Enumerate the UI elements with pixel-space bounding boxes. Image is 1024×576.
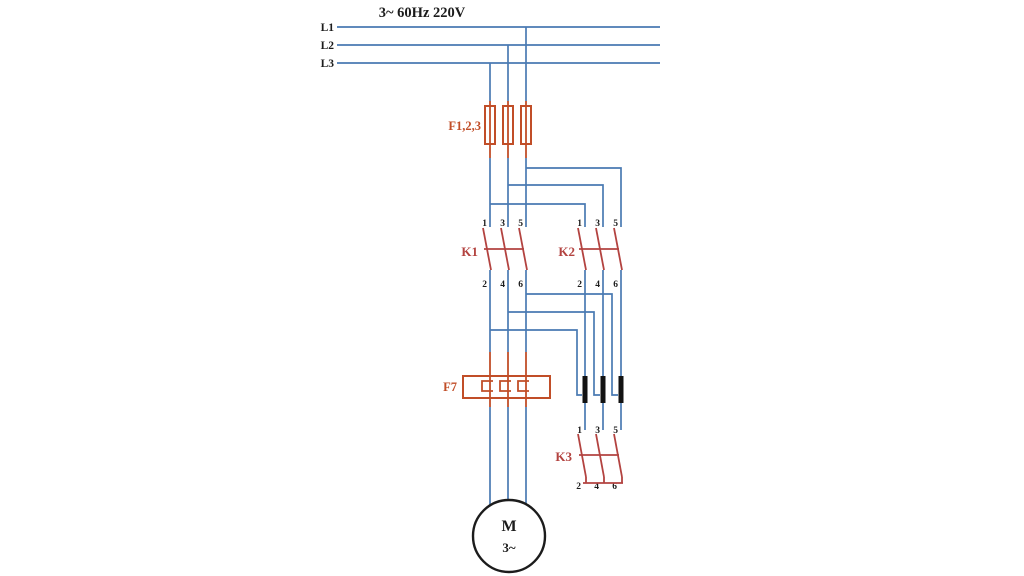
fuse-group-f123: F1,2,3: [448, 101, 532, 158]
k3-terminal-3: 3: [595, 426, 600, 436]
motor-feeder-wires: [489, 407, 527, 505]
terminal-bars: [582, 376, 624, 430]
contactor-k3: K3 1 3 5 2 4 6: [555, 426, 623, 492]
l2-label: L2: [321, 40, 335, 52]
motor-circle: [471, 498, 547, 574]
k1-out1-crossover-wire: [490, 329, 582, 396]
k2-terminal-3: 3: [595, 219, 600, 229]
k3-terminal-6: 6: [612, 482, 617, 492]
distribution-wires: [489, 158, 622, 227]
k1-terminal-4: 4: [500, 280, 505, 290]
overload-relay-f7: F7: [443, 352, 551, 407]
motor-phase-label: 3~: [502, 540, 516, 555]
supply-rails: L1 L2 L3: [321, 22, 660, 70]
contactor-k2: K2 1 3 5 2 4 6: [558, 219, 623, 290]
f7-heater3-symbol: [517, 380, 529, 392]
fuse-f2-body: [502, 105, 514, 145]
supply-drop-wires: [489, 27, 527, 101]
l1-label: L1: [321, 22, 335, 34]
terminal-bar-2: [600, 376, 606, 403]
k2-label: K2: [558, 244, 575, 259]
k2-terminal-1: 1: [577, 219, 582, 229]
fuse-f3-body: [520, 105, 532, 145]
k1-terminal-2: 2: [482, 280, 487, 290]
k1-out2-crossover-wire: [508, 311, 600, 396]
k3-terminal-5: 5: [613, 426, 618, 436]
k2-terminal-6: 6: [613, 280, 618, 290]
k3-star-stubs: [585, 477, 623, 483]
l3-label: L3: [321, 58, 335, 70]
phase3-to-k2-branch: [526, 167, 622, 227]
k3-terminal-2: 2: [576, 482, 581, 492]
terminal-bar-3: [618, 376, 624, 403]
f7-label: F7: [443, 380, 457, 394]
title-label: 3~ 60Hz 220V: [379, 5, 466, 21]
k3-label: K3: [555, 449, 572, 464]
fuse-f1-body: [484, 105, 496, 145]
k1-out3-crossover-wire: [526, 293, 618, 396]
k2-terminal-5: 5: [613, 219, 618, 229]
f7-heater1-symbol: [481, 380, 493, 392]
k1-terminal-6: 6: [518, 280, 523, 290]
k2-terminal-2: 2: [577, 280, 582, 290]
k1-label: K1: [461, 244, 478, 259]
f7-heater2-symbol: [499, 380, 511, 392]
load-side-wires: [489, 270, 622, 396]
k2-terminal-4: 4: [595, 280, 600, 290]
k3-terminal-4: 4: [594, 482, 599, 492]
k3-terminal-1: 1: [577, 426, 582, 436]
terminal-bar-1: [582, 376, 588, 403]
phase1-to-k2-branch: [490, 203, 586, 227]
fuse-group-label: F1,2,3: [448, 119, 481, 133]
motor-m: M 3~: [471, 498, 547, 574]
motor-letter: M: [501, 518, 516, 535]
k1-terminal-1: 1: [482, 219, 487, 229]
f7-body: [462, 375, 551, 399]
k1-terminal-5: 5: [518, 219, 523, 229]
k1-terminal-3: 3: [500, 219, 505, 229]
phase2-to-k2-branch: [508, 184, 604, 227]
contactor-k1: K1 1 3 5 2 4 6: [461, 219, 528, 290]
